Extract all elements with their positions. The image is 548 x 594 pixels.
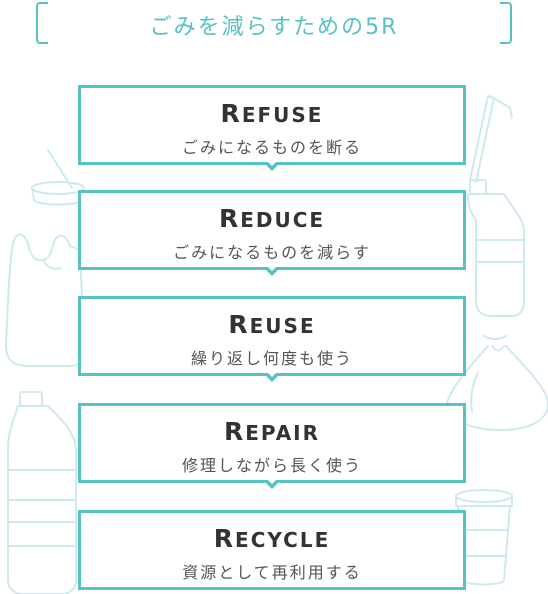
step-name-rest: EPAIR: [245, 421, 321, 445]
step-name-rest: ECYCLE: [235, 528, 331, 552]
step-description: ごみになるものを断る: [181, 138, 362, 157]
step-name-initial: R: [218, 204, 241, 233]
straw-icon: [469, 95, 513, 183]
arrow-down-icon: [264, 481, 280, 489]
step-name: REFUSE: [81, 101, 463, 130]
step-reuse: REUSE 繰り返し何度も使う: [78, 296, 466, 382]
bottle-icon: [467, 179, 525, 317]
arrow-down-inner: [267, 479, 277, 484]
step-repair: REPAIR 修理しながら長く使う: [78, 403, 466, 489]
arrow-down-icon: [264, 374, 280, 382]
bracket-left: [36, 2, 48, 44]
step-description: 修理しながら長く使う: [181, 456, 362, 475]
step-name-initial: R: [228, 310, 250, 339]
step-description: ごみになるものを減らす: [173, 243, 371, 262]
step-reduce: REDUCE ごみになるものを減らす: [78, 190, 466, 276]
step-name-initial: R: [220, 99, 242, 128]
step-description: 繰り返し何度も使う: [190, 349, 353, 368]
arrow-down-inner: [267, 161, 277, 166]
step-recycle: RECYCLE 資源として再利用する: [78, 510, 466, 590]
header-frame: ごみを減らすための5R: [36, 2, 512, 44]
step-name-rest: EFUSE: [241, 103, 324, 127]
step-description: 資源として再利用する: [182, 563, 362, 582]
arrow-down-icon: [264, 268, 280, 276]
arrow-down-inner: [267, 372, 277, 377]
step-name: REPAIR: [81, 419, 463, 448]
page-title: ごみを減らすための5R: [149, 15, 399, 40]
step-name: RECYCLE: [81, 526, 463, 555]
arrow-down-inner: [267, 266, 277, 271]
step-refuse: REFUSE ごみになるものを断る: [78, 85, 466, 171]
arrow-down-icon: [264, 163, 280, 171]
garbage-bag-icon: [446, 335, 548, 431]
step-name-initial: R: [213, 524, 236, 553]
bracket-right: [500, 2, 512, 44]
step-name-rest: EUSE: [249, 314, 316, 338]
plastic-bag-icon: [5, 233, 85, 367]
step-name-rest: EDUCE: [240, 208, 326, 232]
bottle-icon: [7, 391, 77, 594]
step-name-initial: R: [223, 417, 246, 446]
cup-icon: [31, 149, 85, 206]
step-name: REDUCE: [81, 206, 463, 235]
step-name: REUSE: [81, 312, 463, 341]
